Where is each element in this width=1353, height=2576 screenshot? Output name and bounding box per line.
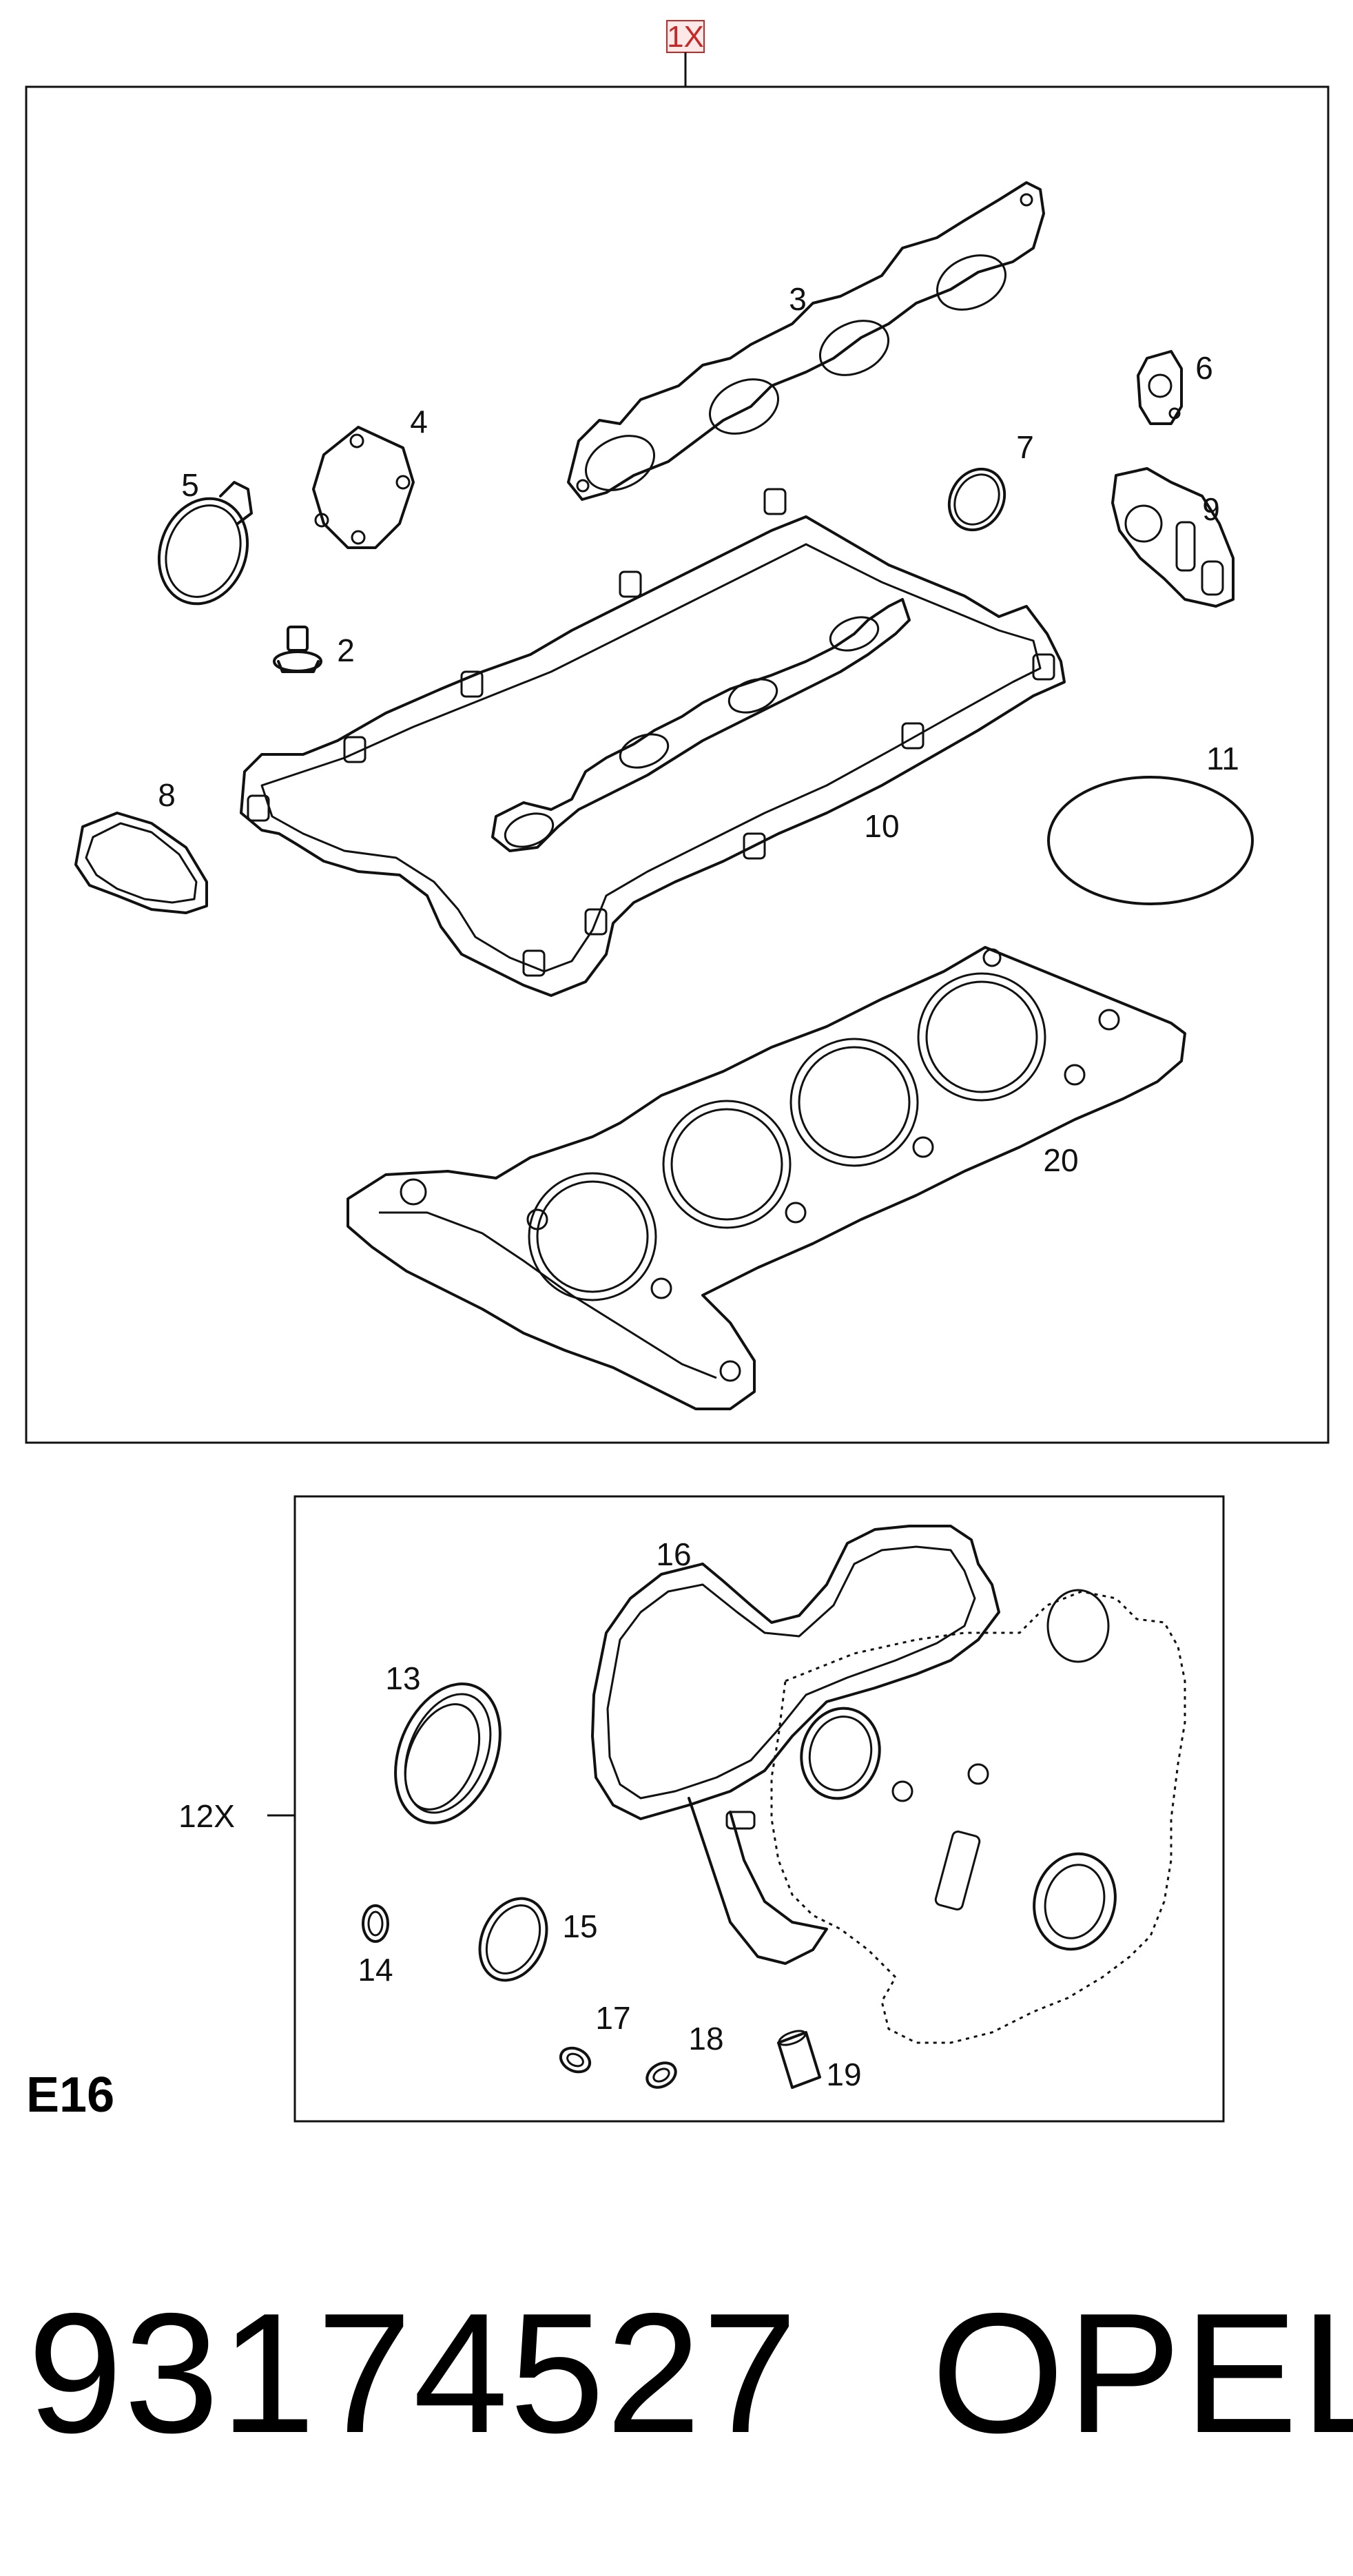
part-4-flange-gasket (312, 426, 415, 549)
part-17-washer (559, 2046, 592, 2074)
part-9-housing-gasket (1111, 467, 1235, 608)
callout-18: 18 (688, 2021, 723, 2057)
part-15-seal-ring (478, 1897, 548, 1982)
part-20-head-gasket (347, 946, 1186, 1410)
callout-9: 9 (1202, 491, 1220, 527)
callout-2: 2 (337, 632, 355, 668)
callout-3: 3 (789, 281, 807, 317)
part-8-timing-gasket (74, 812, 208, 914)
part-7-sleeve-ring (947, 467, 1006, 532)
callout-19: 19 (826, 2057, 861, 2092)
part-3-manifold-gasket (567, 181, 1045, 501)
top-kit-quantity: 1X (667, 20, 704, 54)
callout-10: 10 (864, 808, 899, 844)
brand-name: OPEL (931, 2277, 1353, 2469)
part-18-inner (652, 2068, 670, 2083)
part-14-small-o-ring (362, 1904, 389, 1943)
upper-kit-frame (25, 85, 1330, 1444)
part-2-plug (273, 626, 322, 673)
callout-20: 20 (1043, 1142, 1078, 1178)
part-19-sleeve (777, 2030, 821, 2089)
part-6-bracket-gasket (1137, 350, 1183, 425)
callout-5: 5 (181, 467, 199, 503)
engine-code-label: E16 (26, 2068, 115, 2123)
part-number: 93174527 (28, 2277, 799, 2469)
callout-4: 4 (410, 404, 428, 440)
part-14-inner (367, 1910, 384, 1937)
callout-11: 11 (1206, 741, 1239, 776)
callout-15: 15 (562, 1908, 597, 1944)
callout-16: 16 (656, 1536, 691, 1572)
part-16-cover-gasket (591, 1525, 1000, 1965)
callout-13: 13 (385, 1660, 420, 1696)
lower-kit-frame (293, 1495, 1225, 2123)
callout-17: 17 (595, 2000, 630, 2036)
part-13-crank-seal (394, 1682, 502, 1824)
part-18-washer (645, 2061, 677, 2089)
callout-14: 14 (358, 1952, 393, 1988)
timing-cover-housing (725, 1589, 1186, 2044)
callout-8: 8 (158, 777, 176, 813)
lower-kit-quantity: 12X (178, 1798, 235, 1834)
part-5-ring-seal (157, 481, 253, 606)
callout-6: 6 (1195, 350, 1213, 386)
part-10-cam-cover-gasket (240, 488, 1066, 997)
callout-7: 7 (1016, 429, 1034, 465)
part-17-inner (566, 2052, 584, 2068)
part-11-o-ring (1047, 776, 1254, 905)
